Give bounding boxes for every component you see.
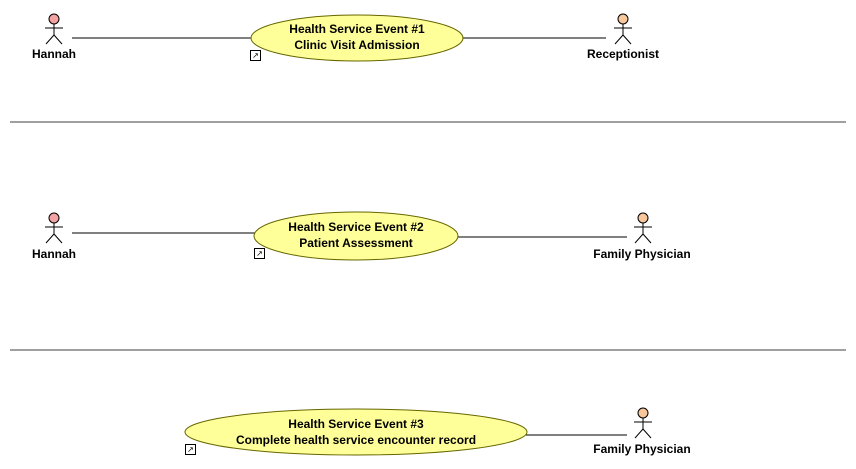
shortcut-arrow-icon[interactable]: ↗: [254, 248, 265, 259]
usecase-ellipse[interactable]: [184, 408, 528, 456]
usecase-title: Health Service Event #3 Complete health …: [206, 416, 506, 448]
actor-family-physician-icon[interactable]: [634, 407, 652, 439]
actor-receptionist-icon[interactable]: [614, 13, 632, 45]
usecase-line1: Health Service Event #3: [288, 417, 424, 431]
actor-label: Family Physician: [593, 442, 691, 456]
actor-label: Hannah: [31, 47, 76, 61]
usecase-line2: Complete health service encounter record: [235, 433, 477, 447]
usecase-title: Health Service Event #1 Clinic Visit Adm…: [257, 21, 457, 53]
usecase-ellipse[interactable]: [253, 211, 459, 261]
usecase-line1: Health Service Event #2: [288, 220, 424, 234]
usecase-title: Health Service Event #2 Patient Assessme…: [256, 219, 456, 251]
shortcut-arrow-icon[interactable]: ↗: [250, 50, 261, 61]
actor-family-physician-icon[interactable]: [634, 212, 652, 244]
actor-label: Receptionist: [586, 47, 659, 61]
usecase-line2: Patient Assessment: [299, 236, 413, 250]
actor-hannah-icon[interactable]: [45, 13, 63, 45]
actor-hannah-icon[interactable]: [45, 212, 63, 244]
shortcut-arrow-icon[interactable]: ↗: [185, 444, 196, 455]
usecase-line1: Health Service Event #1: [289, 22, 425, 36]
usecase-line2: Clinic Visit Admission: [294, 38, 420, 52]
actor-label: Hannah: [31, 247, 76, 261]
actor-label: Family Physician: [593, 247, 691, 261]
usecase-ellipse[interactable]: [250, 14, 464, 62]
